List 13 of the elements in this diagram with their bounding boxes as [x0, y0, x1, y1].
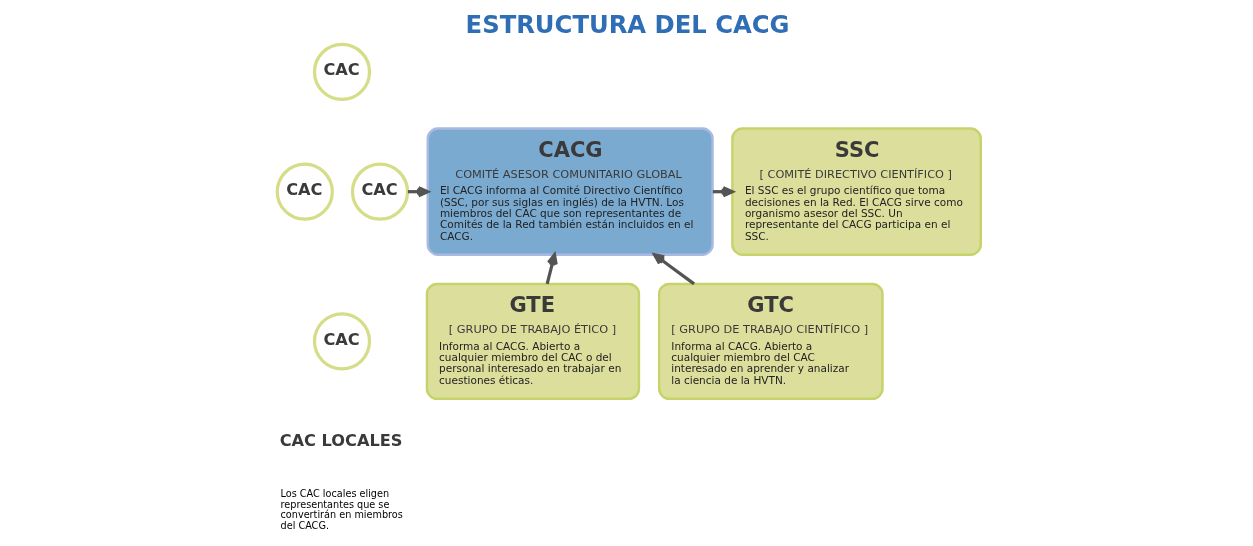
arrow: [652, 253, 695, 286]
label: Los CAC locales eligen representantes que se convertirán en miembros del CACG.: [280, 488, 403, 531]
node-circle: CAC: [312, 312, 371, 371]
node-box: SSC [ COMITÉ DIRECTIVO CIENTÍFICO ] El SSC es el grupo científico que toma decisiones en la Red. El CACG sirve como organismo asesor del SSC. Un representante del CACG participa en el SSC.: [730, 127, 982, 256]
node-circle: CAC: [275, 162, 334, 221]
node-box: GTE [ GRUPO DE TRABAJO ÉTICO ] Informa al CACG. Abierto a cualquier miembro del CAC o del personal interesado en trabajar en cuestiones éticas.: [425, 282, 640, 401]
node-circle: CAC: [350, 162, 409, 221]
diagram-title: ESTRUCTURA DEL CACG: [465, 10, 790, 40]
node-box: CACG COMITÉ ASESOR COMUNITARIO GLOBAL El CACG informa al Comité Directivo Científico (SSC, por sus siglas en inglés) de la HVTN. Los miembros del CAC que son representantes de Comités de la Red también están incluidos en el CACG.: [426, 127, 714, 256]
node-circle: CAC: [312, 42, 371, 102]
arrow: [545, 253, 558, 285]
node-box: GTC [ GRUPO DE TRABAJO CIENTÍFICO ] Informa al CACG. Abierto a cualquier miembro del CAC interesado en aprender y analizar la ciencia de la HVTN.: [657, 282, 884, 401]
label: CAC LOCALES: [279, 430, 402, 450]
